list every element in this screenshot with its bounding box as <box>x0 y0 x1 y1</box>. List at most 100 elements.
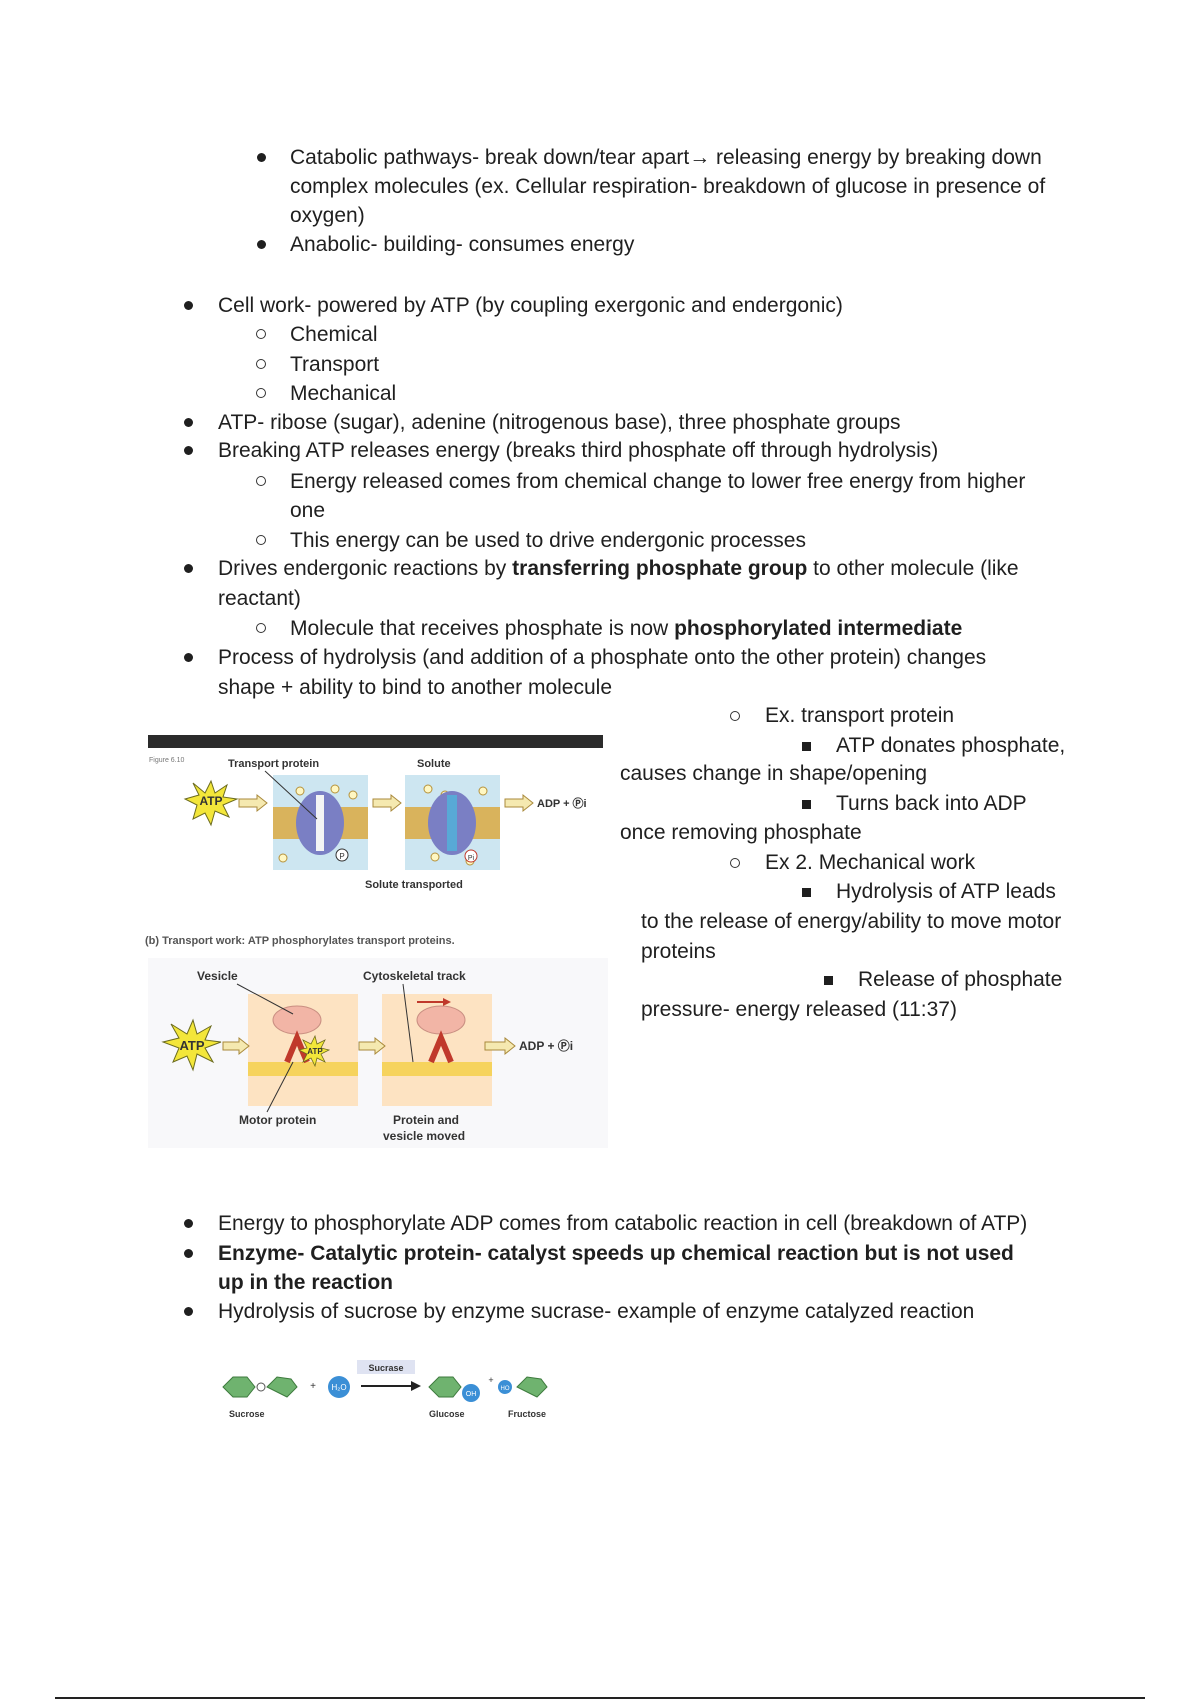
atp-label: ATP <box>199 794 222 808</box>
glucose-ring-icon <box>222 1376 256 1398</box>
text-line: once removing phosphate <box>620 821 862 844</box>
phosphate-icon <box>335 848 349 862</box>
ho-group-icon <box>498 1380 512 1394</box>
text-line: Cell work- powered by ATP (by coupling e… <box>218 294 843 317</box>
text-line: Breaking ATP releases energy (breaks thi… <box>218 439 939 462</box>
enzyme-box <box>357 1360 415 1374</box>
label-cytoskeletal-track: Cytoskeletal track <box>363 969 466 983</box>
text-line: Hydrolysis of ATP leads <box>836 880 1056 903</box>
transport-work-figure: Figure 6.10 Transport protein Solute ATP… <box>145 735 603 947</box>
figure-bg <box>148 958 608 1148</box>
leader-line <box>266 1061 294 1113</box>
text-line: Drives endergonic reactions by transferr… <box>218 554 1019 583</box>
atp-burst-icon <box>161 1018 222 1072</box>
label-moved-line2: vesicle moved <box>383 1129 465 1143</box>
plus-sign: + <box>488 1375 493 1385</box>
text-line: reactant) <box>218 587 301 610</box>
label-solute: Solute <box>417 758 451 770</box>
vesicle-moved-shape <box>416 1005 466 1035</box>
reaction-arrowhead <box>411 1381 421 1391</box>
text-line: Enzyme- Catalytic protein- catalyst spee… <box>218 1242 1014 1265</box>
bullet-dot <box>184 564 193 573</box>
text-line: Turns back into ADP <box>836 792 1027 815</box>
adp-pi-label: ADP + Ⓟi <box>519 1038 573 1053</box>
bullet-dot <box>184 301 193 310</box>
bullet-square <box>802 888 811 897</box>
text-line: Ex 2. Mechanical work <box>765 851 976 874</box>
text-line: Molecule that receives phosphate is now … <box>290 614 962 643</box>
bullet-dot <box>184 1307 193 1316</box>
bullet-circle <box>256 359 266 369</box>
glycosidic-oxygen-icon <box>256 1382 266 1392</box>
text-line: pressure- energy released (11:37) <box>641 998 957 1021</box>
adp-pi-label: ADP + Ⓟi <box>537 796 587 810</box>
atp-label: ATP <box>179 1038 204 1053</box>
text-line: Anabolic- building- consumes energy <box>290 233 635 256</box>
bullet-circle <box>256 535 266 545</box>
bullet-circle <box>256 623 266 633</box>
solute-particles <box>278 784 488 866</box>
water-icon <box>328 1376 350 1398</box>
leader-line <box>402 983 414 1063</box>
leader-line <box>264 770 318 820</box>
plus-sign: + <box>310 1381 316 1392</box>
protein-channel-open <box>447 795 457 851</box>
atp-small-label: ATP <box>307 1047 323 1056</box>
text-line: Energy to phosphorylate ADP comes from c… <box>218 1212 1028 1235</box>
glucose-product-icon <box>428 1376 462 1398</box>
bullet-square <box>802 800 811 809</box>
bullet-circle <box>730 711 740 721</box>
oh-group-icon <box>462 1384 480 1402</box>
bullet-square <box>824 976 833 985</box>
text-run: Drives endergonic reactions by <box>218 557 513 580</box>
bullet-circle <box>256 476 266 486</box>
movement-arrowhead <box>443 998 451 1006</box>
p-label: P <box>339 852 344 861</box>
text-line: Ex. transport protein <box>765 704 955 727</box>
text-run: Molecule that receives phosphate is now <box>290 617 675 640</box>
label-solute-transported: Solute transported <box>365 879 463 891</box>
bullet-circle <box>256 388 266 398</box>
track-1 <box>248 1062 358 1076</box>
pi-label: Pi <box>468 855 475 862</box>
figure-caption-cut: (b) Transport work: ATP phosphorylates t… <box>145 935 455 947</box>
bullet-dot <box>184 653 193 662</box>
figure-header-bar <box>148 735 603 748</box>
label-vesicle: Vesicle <box>197 969 238 983</box>
text-run: to other molecule (like <box>807 557 1019 580</box>
text-line: Mechanical <box>290 382 397 405</box>
vesicle-shape <box>272 1005 322 1035</box>
label-moved-line1: Protein and <box>393 1113 459 1127</box>
leader-line <box>236 983 294 1015</box>
label-sucrose: Sucrose <box>229 1409 265 1419</box>
bottom-rule <box>55 1697 1145 1699</box>
text-line: This energy can be used to drive endergo… <box>290 529 806 552</box>
text-line: complex molecules (ex. Cellular respirat… <box>290 175 1046 198</box>
bullet-square <box>802 742 811 751</box>
process-arrows <box>222 1036 516 1056</box>
text-line: Chemical <box>290 323 378 346</box>
text-line: Hydrolysis of sucrose by enzyme sucrase-… <box>218 1300 975 1323</box>
label-transport-protein: Transport protein <box>228 758 319 770</box>
motor-protein-moved-shape <box>428 1030 454 1064</box>
mechanical-work-figure: Vesicle Cytoskeletal track ATP ATP ADP +… <box>148 958 608 1148</box>
ho-label: HO <box>501 1386 510 1392</box>
text-line: ATP donates phosphate, <box>836 734 1066 757</box>
text-line: to the release of energy/ability to move… <box>641 910 1062 933</box>
atp-small-burst-icon <box>297 1034 331 1068</box>
track-2 <box>382 1062 492 1076</box>
fructose-product-icon <box>516 1376 548 1398</box>
text-line: Energy released comes from chemical chan… <box>290 470 1026 493</box>
bullet-circle <box>256 329 266 339</box>
bold-term: transferring phosphate group <box>512 557 808 580</box>
oh-label: OH <box>466 1391 477 1398</box>
text-line: Release of phosphate <box>858 968 1063 991</box>
sucrase-label: Sucrase <box>368 1363 403 1373</box>
text-line: up in the reaction <box>218 1271 394 1294</box>
bullet-dot <box>184 446 193 455</box>
sucrose-hydrolysis-figure: + H₂O Sucrase OH + HO Sucrose Glucose Fr… <box>222 1360 548 1419</box>
text-line: oxygen) <box>290 204 365 227</box>
fructose-ring-icon <box>266 1376 298 1398</box>
figure-label: Figure 6.10 <box>149 757 185 764</box>
text-line: ATP- ribose (sugar), adenine (nitrogenou… <box>218 411 901 434</box>
